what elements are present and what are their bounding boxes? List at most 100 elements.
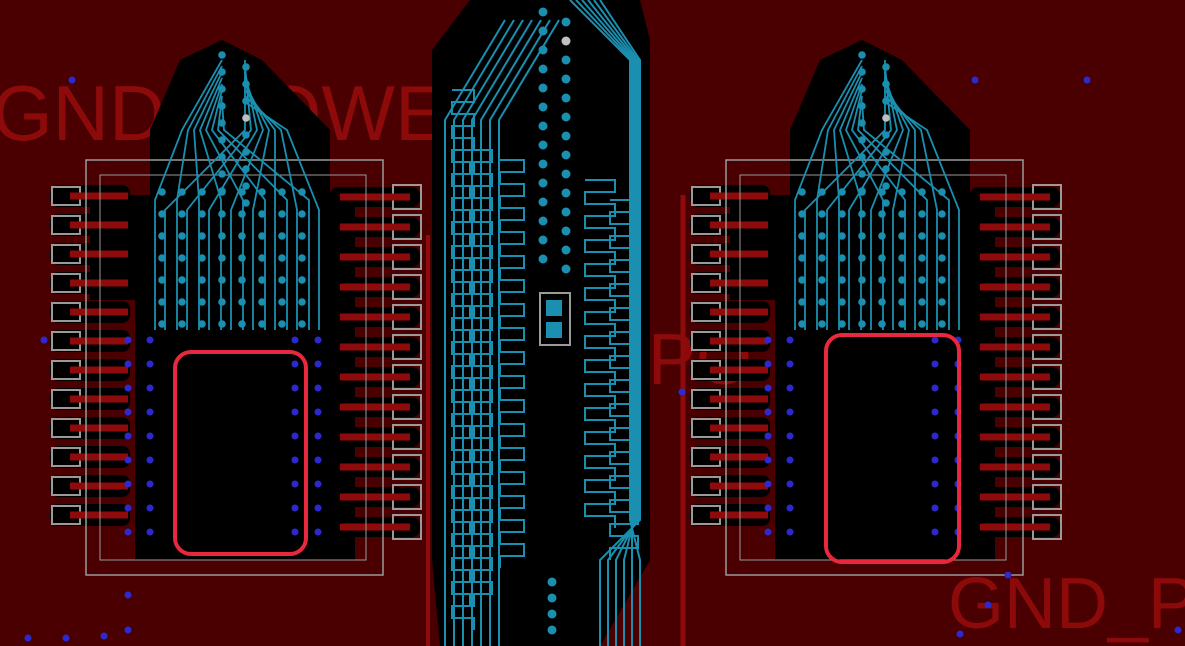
pin-via-icon[interactable] — [538, 140, 548, 150]
bga-via-icon[interactable] — [882, 97, 890, 105]
pin-via-icon[interactable] — [538, 197, 548, 207]
via-icon[interactable] — [931, 480, 939, 488]
via-icon[interactable] — [291, 336, 299, 344]
bga-via-icon[interactable] — [858, 85, 866, 93]
bga-via-icon[interactable] — [878, 276, 886, 284]
via-icon[interactable] — [291, 456, 299, 464]
bga-via-icon[interactable] — [298, 210, 306, 218]
via-icon[interactable] — [291, 408, 299, 416]
via-icon[interactable] — [291, 528, 299, 536]
pin-via-icon[interactable] — [561, 264, 571, 274]
pin-via-icon[interactable] — [561, 245, 571, 255]
via-icon[interactable] — [1004, 571, 1012, 579]
bga-via-icon[interactable] — [278, 254, 286, 262]
bga-via-icon[interactable] — [858, 153, 866, 161]
via-icon[interactable] — [678, 388, 686, 396]
bga-via-icon[interactable] — [882, 148, 890, 156]
bga-via-icon[interactable] — [178, 210, 186, 218]
bga-via-icon[interactable] — [918, 254, 926, 262]
bga-via-icon[interactable] — [798, 210, 806, 218]
via-icon[interactable] — [931, 528, 939, 536]
via-icon[interactable] — [786, 480, 794, 488]
bga-via-icon[interactable] — [882, 114, 890, 122]
pin-via-icon[interactable] — [547, 577, 557, 587]
bga-via-icon[interactable] — [858, 254, 866, 262]
via-icon[interactable] — [40, 336, 48, 344]
via-icon[interactable] — [124, 408, 132, 416]
bga-via-icon[interactable] — [178, 232, 186, 240]
via-icon[interactable] — [124, 432, 132, 440]
bga-via-icon[interactable] — [798, 276, 806, 284]
pin-via-icon[interactable] — [561, 131, 571, 141]
bga-via-icon[interactable] — [838, 210, 846, 218]
bga-via-icon[interactable] — [178, 276, 186, 284]
bga-via-icon[interactable] — [858, 170, 866, 178]
bga-via-icon[interactable] — [938, 232, 946, 240]
via-icon[interactable] — [931, 384, 939, 392]
pin-via-icon[interactable] — [538, 102, 548, 112]
bga-via-icon[interactable] — [238, 188, 246, 196]
via-icon[interactable] — [124, 626, 132, 634]
via-icon[interactable] — [764, 384, 772, 392]
bga-via-icon[interactable] — [858, 136, 866, 144]
bga-via-icon[interactable] — [242, 97, 250, 105]
via-icon[interactable] — [314, 384, 322, 392]
via-icon[interactable] — [786, 528, 794, 536]
bga-via-icon[interactable] — [242, 199, 250, 207]
via-icon[interactable] — [956, 630, 964, 638]
bga-via-icon[interactable] — [218, 298, 226, 306]
via-icon[interactable] — [314, 336, 322, 344]
pin-via-icon[interactable] — [538, 235, 548, 245]
via-icon[interactable] — [314, 432, 322, 440]
via-icon[interactable] — [314, 360, 322, 368]
bga-via-icon[interactable] — [818, 298, 826, 306]
pin-via-icon[interactable] — [561, 188, 571, 198]
via-icon[interactable] — [786, 384, 794, 392]
via-icon[interactable] — [931, 360, 939, 368]
bga-via-icon[interactable] — [898, 188, 906, 196]
bga-via-icon[interactable] — [238, 254, 246, 262]
bga-via-icon[interactable] — [918, 188, 926, 196]
bga-via-icon[interactable] — [198, 276, 206, 284]
bga-via-icon[interactable] — [242, 148, 250, 156]
center-pad-frame[interactable] — [539, 292, 571, 346]
bga-via-icon[interactable] — [298, 276, 306, 284]
bga-via-icon[interactable] — [218, 187, 226, 195]
bga-via-icon[interactable] — [878, 254, 886, 262]
selection-highlight-left[interactable] — [173, 350, 308, 556]
via-icon[interactable] — [1083, 76, 1091, 84]
pin-via-icon[interactable] — [547, 609, 557, 619]
bga-via-icon[interactable] — [938, 254, 946, 262]
via-icon[interactable] — [786, 408, 794, 416]
pin-via-icon[interactable] — [538, 7, 548, 17]
pin-via-icon[interactable] — [561, 55, 571, 65]
bga-via-icon[interactable] — [798, 188, 806, 196]
bga-via-icon[interactable] — [238, 276, 246, 284]
bga-via-icon[interactable] — [818, 320, 826, 328]
pin-via-icon[interactable] — [561, 207, 571, 217]
via-icon[interactable] — [124, 480, 132, 488]
bga-via-icon[interactable] — [258, 254, 266, 262]
pin-via-icon[interactable] — [538, 216, 548, 226]
bga-via-icon[interactable] — [858, 232, 866, 240]
bga-via-icon[interactable] — [898, 276, 906, 284]
bga-via-icon[interactable] — [158, 320, 166, 328]
via-icon[interactable] — [68, 76, 76, 84]
bga-via-icon[interactable] — [258, 210, 266, 218]
bga-via-icon[interactable] — [898, 232, 906, 240]
pin-via-icon[interactable] — [538, 159, 548, 169]
via-icon[interactable] — [764, 456, 772, 464]
bga-via-icon[interactable] — [938, 188, 946, 196]
via-icon[interactable] — [764, 336, 772, 344]
bga-via-icon[interactable] — [858, 102, 866, 110]
pin-via-icon[interactable] — [561, 17, 571, 27]
bga-via-icon[interactable] — [278, 298, 286, 306]
bga-via-icon[interactable] — [178, 188, 186, 196]
bga-via-icon[interactable] — [918, 276, 926, 284]
bga-via-icon[interactable] — [258, 320, 266, 328]
bga-via-icon[interactable] — [158, 298, 166, 306]
center-pad-1[interactable] — [546, 300, 562, 316]
bga-via-icon[interactable] — [158, 232, 166, 240]
pin-via-icon[interactable] — [538, 83, 548, 93]
bga-via-icon[interactable] — [218, 276, 226, 284]
